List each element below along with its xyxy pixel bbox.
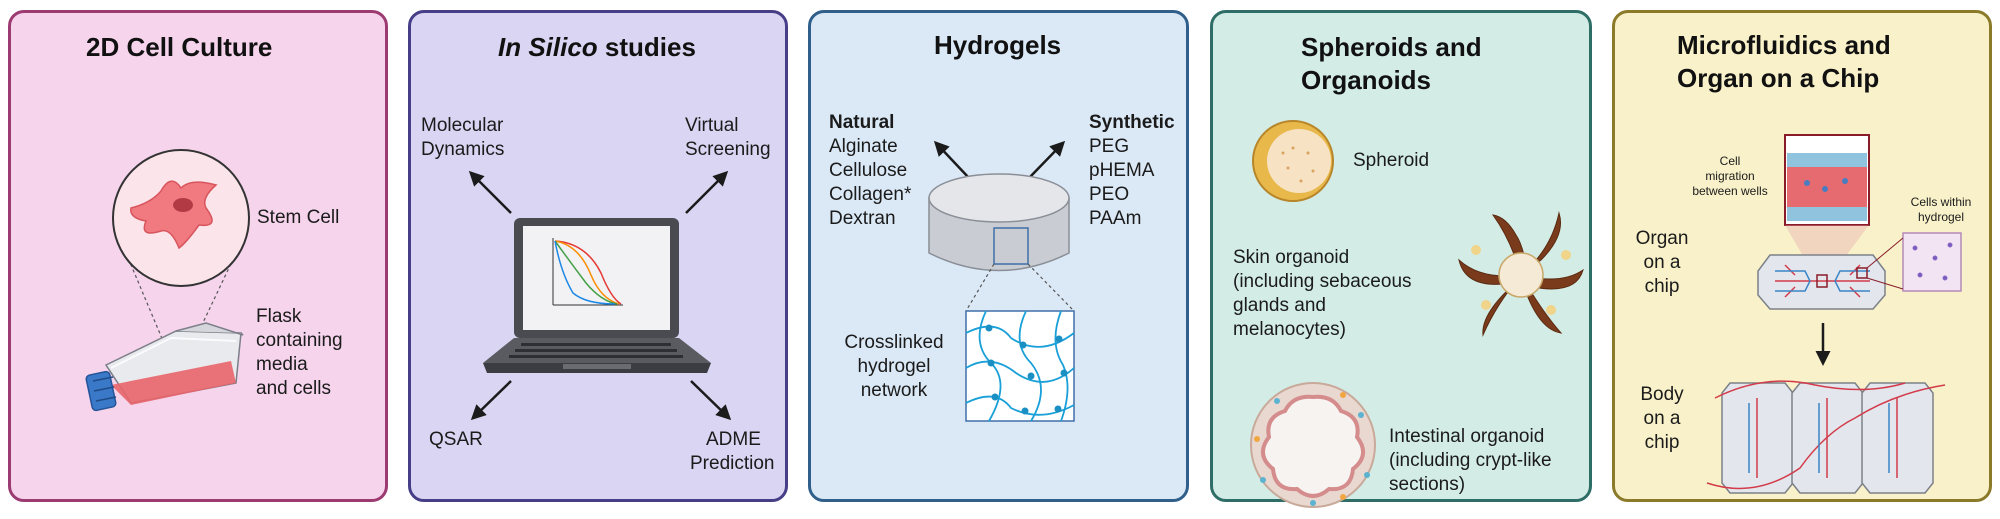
flask-label-line2: containing <box>256 330 343 351</box>
hydrogel-illustration <box>928 140 1075 422</box>
intestinal-organoid-label-line1: Intestinal organoid <box>1389 426 1545 447</box>
natural-item: Cellulose <box>829 160 908 181</box>
body-on-chip-label-line3: chip <box>1644 432 1680 453</box>
flask-label-line4: and cells <box>256 378 331 399</box>
panel-microfluidics-organ-on-chip: Microfluidics and Organ on a Chip <box>1612 10 1992 502</box>
network-label-line2: hydrogel <box>857 356 931 377</box>
intestinal-organoid-label-line3: sections) <box>1389 474 1466 495</box>
hydrogel-disc-icon <box>928 173 1070 272</box>
molecular-dynamics-label-line1: Molecular <box>421 115 504 136</box>
skin-organoid-label-line3: glands and <box>1233 295 1326 316</box>
cells-within-label-line2: hydrogel <box>1917 210 1965 224</box>
skin-organoid-icon <box>1458 211 1584 337</box>
panel-title-italic: In Silico <box>498 32 598 62</box>
spheroid-icon <box>1252 120 1334 202</box>
skin-organoid-label-line1: Skin organoid <box>1233 247 1350 268</box>
synthetic-item: PAAm <box>1089 208 1142 229</box>
synthetic-item: PEG <box>1089 136 1130 157</box>
laptop-icon <box>483 218 711 373</box>
arrow-adme <box>690 380 732 421</box>
arrow-molecular-dynamics <box>468 170 512 214</box>
panel-2d-cell-culture: 2D Cell Culture Stem Cell Flask containi… <box>8 10 388 502</box>
synthetic-heading: Synthetic <box>1089 112 1175 133</box>
flask-label-line1: Flask <box>256 306 302 327</box>
natural-item: Dextran <box>829 208 896 229</box>
organ-on-chip-label-line3: chip <box>1644 276 1680 297</box>
cell-migration-label-line3: between wells <box>1692 184 1768 198</box>
panel-title-line2: Organoids <box>1301 65 1432 95</box>
molecular-dynamics-label-line2: Dynamics <box>421 139 505 160</box>
body-on-chip-label-line2: on a <box>1643 408 1681 429</box>
panel-spheroids-organoids: Spheroids and Organoids <box>1210 10 1592 508</box>
arrow-natural <box>933 140 970 179</box>
spheroid-label: Spheroid <box>1353 150 1430 171</box>
stem-cell-label: Stem Cell <box>257 207 340 228</box>
stem-cell-flask-illustration <box>85 149 250 412</box>
panel-title-line2: Organ on a Chip <box>1677 63 1880 93</box>
panel-title: In Silico studies <box>498 31 696 64</box>
cells-within-label-line1: Cells within <box>1910 195 1972 209</box>
cell-migration-label-line2: migration <box>1705 169 1755 183</box>
chip-illustrations <box>1706 134 1962 494</box>
arrow-qsar <box>470 380 512 421</box>
panel-title: Hydrogels <box>934 30 1062 60</box>
panel-in-silico-studies: In Silico studies <box>408 10 788 502</box>
natural-heading: Natural <box>829 112 895 133</box>
panel-hydrogels: Hydrogels <box>808 10 1189 502</box>
virtual-screening-label-line1: Virtual <box>685 115 739 136</box>
laptop-illustration <box>468 170 732 421</box>
skin-organoid-label-line4: melanocytes) <box>1233 319 1346 340</box>
qsar-label: QSAR <box>429 429 483 450</box>
natural-item: Collagen* <box>829 184 912 205</box>
virtual-screening-label-line2: Screening <box>685 139 771 160</box>
body-on-chip-label-line1: Body <box>1640 384 1684 405</box>
intestinal-organoid-icon <box>1250 382 1376 508</box>
network-label-line1: Crosslinked <box>844 332 944 353</box>
adme-label-line1: ADME <box>706 429 761 450</box>
intestinal-organoid-label-line2: (including crypt-like <box>1389 450 1552 471</box>
organ-chip-icon <box>1757 254 1886 310</box>
organ-on-chip-label-line2: on a <box>1643 252 1681 273</box>
natural-item: Alginate <box>829 136 898 157</box>
panel-title-line1: Microfluidics and <box>1677 30 1891 60</box>
flask-label-line3: media <box>256 354 308 375</box>
hydrogel-zoom-icon <box>1902 232 1962 292</box>
synthetic-item: PEO <box>1089 184 1130 205</box>
body-chip-icon <box>1706 380 1946 494</box>
arrow-synthetic <box>1028 140 1066 179</box>
stem-cell-icon <box>130 180 218 250</box>
cell-migration-label-line1: Cell <box>1719 154 1741 168</box>
organ-on-chip-label-line1: Organ <box>1635 228 1689 249</box>
synthetic-item: pHEMA <box>1089 160 1155 181</box>
skin-organoid-label-line2: (including sebaceous <box>1233 271 1412 292</box>
arrow-virtual-screening <box>685 170 729 214</box>
crosslinked-network-icon <box>965 310 1075 422</box>
panel-title: 2D Cell Culture <box>86 32 273 62</box>
network-label-line3: network <box>860 380 928 401</box>
flask-icon <box>85 322 244 412</box>
adme-label-line2: Prediction <box>690 453 775 474</box>
panel-title-rest: studies <box>597 32 696 62</box>
panel-title-line1: Spheroids and <box>1301 32 1482 62</box>
organoid-illustrations <box>1250 120 1584 508</box>
channel-zoom-icon <box>1784 134 1870 226</box>
